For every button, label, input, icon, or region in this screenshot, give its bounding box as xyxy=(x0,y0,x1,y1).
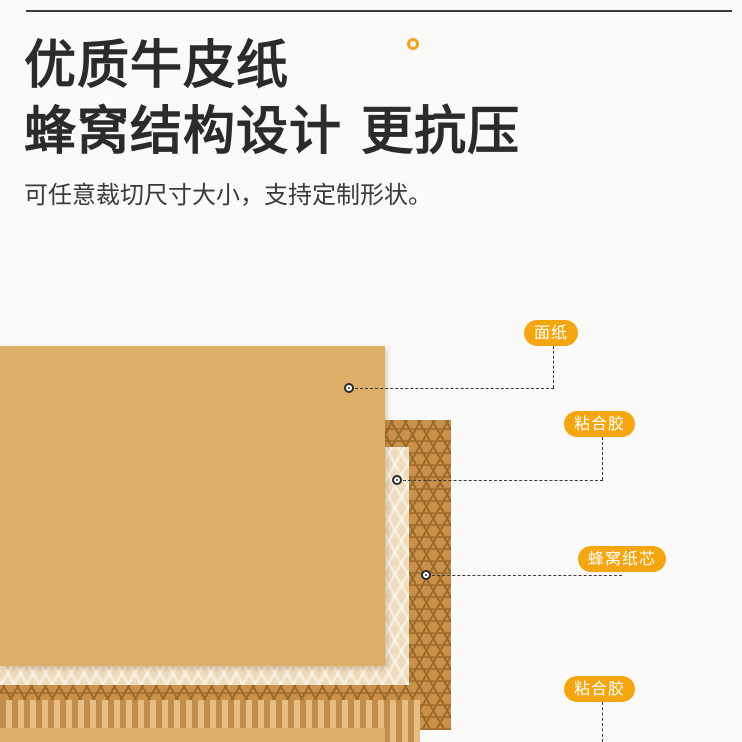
callout-core-tag: 蜂窝纸芯 xyxy=(578,546,667,572)
dot-marker-icon xyxy=(344,383,354,393)
callout-face-paper-tag: 面纸 xyxy=(524,320,579,346)
callout-face-paper-leader-h xyxy=(350,388,554,389)
dot-marker-icon xyxy=(421,570,431,580)
callout-glue-bottom-leader-v xyxy=(602,702,603,742)
callout-glue-bottom-tag: 粘合胶 xyxy=(564,676,636,702)
subheading: 可任意裁切尺寸大小，支持定制形状。 xyxy=(24,181,432,209)
callout-face-paper-leader-v xyxy=(553,346,554,388)
ring-icon xyxy=(407,38,419,50)
callout-core-leader-h xyxy=(427,575,622,576)
dot-marker-icon xyxy=(392,475,402,485)
callout-glue-leader-v xyxy=(602,437,603,480)
face-paper-layer xyxy=(0,346,385,666)
callout-glue-tag: 粘合胶 xyxy=(564,411,636,437)
headline-line1: 优质牛皮纸 xyxy=(24,36,290,96)
callout-glue-leader-h xyxy=(398,480,603,481)
headline-line2: 蜂窝结构设计 更抗压 xyxy=(24,102,521,162)
top-divider xyxy=(26,10,732,12)
bottom-face-paper-layer xyxy=(0,728,385,742)
